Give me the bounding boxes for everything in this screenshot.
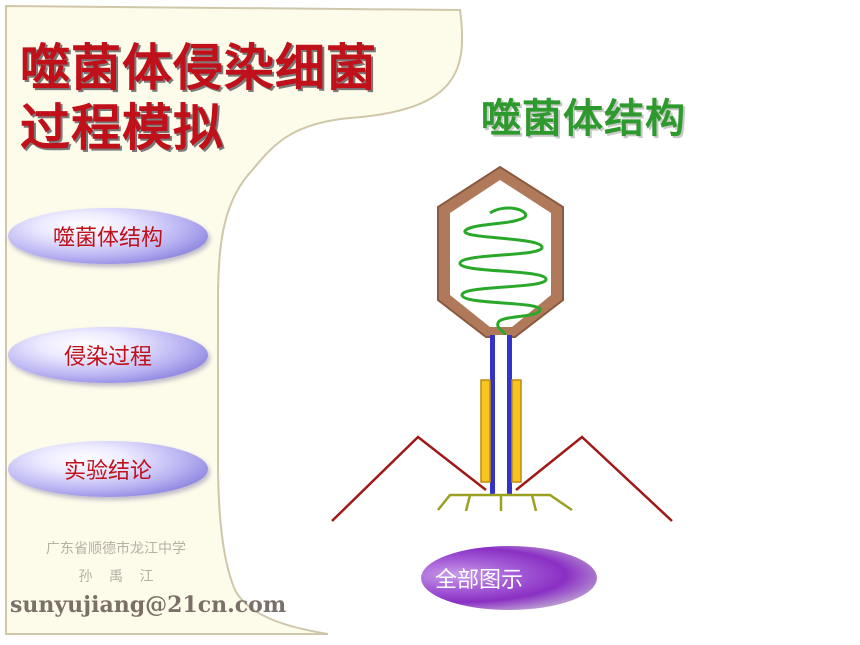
dna-coil [458, 206, 548, 336]
diagram-title: 噬菌体结构 [481, 96, 686, 142]
main-title-line2: 过程模拟 [20, 99, 224, 157]
school-name: 广东省顺德市龙江中学 [46, 541, 186, 557]
tail-sheath-left [480, 379, 491, 483]
show-all-button[interactable]: 全部图示 [421, 546, 597, 610]
menu-button-conclusion-label: 实验结论 [63, 459, 152, 484]
menu-button-structure[interactable]: 噬菌体结构 [8, 208, 208, 264]
base-plate [437, 493, 573, 512]
menu-button-conclusion[interactable]: 实验结论 [8, 441, 208, 497]
tail-fiber-right [515, 435, 673, 522]
menu-button-structure-label: 噬菌体结构 [52, 226, 163, 251]
phage-diagram [331, 165, 673, 522]
main-title-line1: 噬菌体侵染细菌 [20, 39, 377, 97]
tail-fiber-left [331, 435, 487, 522]
tail-sheath-right [511, 379, 522, 483]
menu-button-infection-label: 侵染过程 [63, 345, 152, 370]
menu-button-infection[interactable]: 侵染过程 [8, 327, 208, 383]
main-title: 噬菌体侵染细菌 过程模拟 [20, 38, 377, 158]
author-name: 孙 禹 江 [78, 569, 154, 585]
author-email: sunyujiang@21cn.com [10, 592, 287, 618]
show-all-label: 全部图示 [435, 568, 524, 593]
